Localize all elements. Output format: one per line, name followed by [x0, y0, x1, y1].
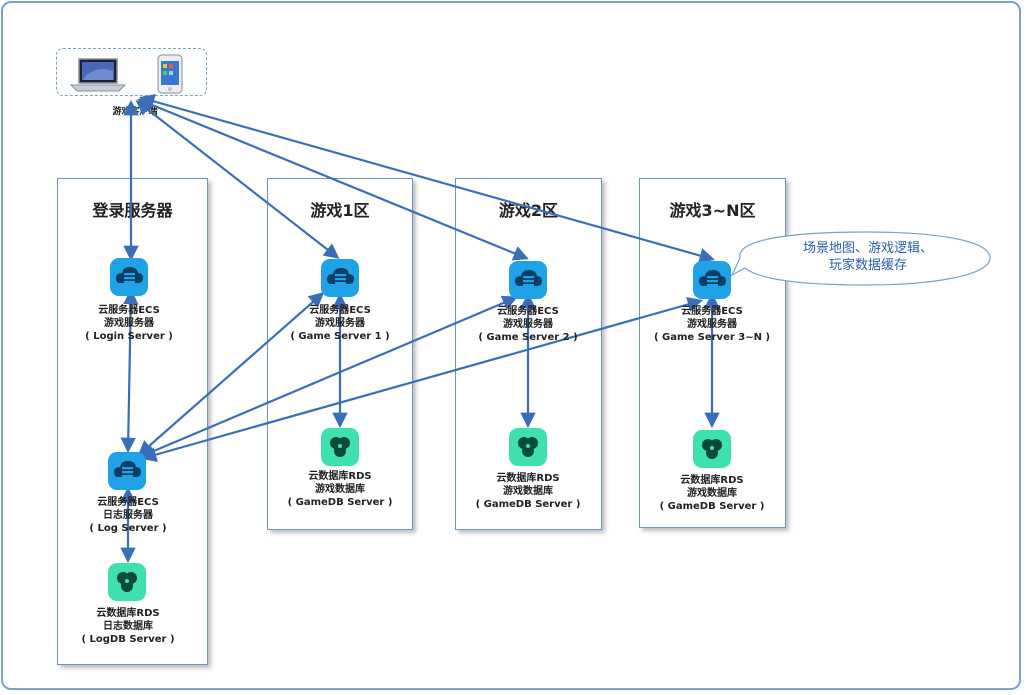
node-log-ecs-line1: 云服务器ECS [97, 497, 159, 508]
node-game1-ecs-label: 云服务器ECS 游戏服务器 ( Game Server 1 ) [270, 304, 410, 343]
node-game3n-ecs-label: 云服务器ECS 游戏服务器 ( Game Server 3~N ) [642, 305, 782, 344]
cloud-server-icon [321, 259, 359, 297]
node-game1-rds-line3: ( GameDB Server ) [287, 497, 393, 508]
node-game3n-rds-line1: 云数据库RDS [680, 475, 744, 486]
node-login-ecs-line1: 云服务器ECS [98, 305, 160, 316]
database-icon [693, 430, 731, 468]
node-game2-ecs-line1: 云服务器ECS [497, 306, 559, 317]
node-game1-rds-line1: 云数据库RDS [308, 471, 372, 482]
node-game3n-ecs-line2: 游戏服务器 [687, 319, 737, 330]
node-game3n-rds-label: 云数据库RDS 游戏数据库 ( GameDB Server ) [642, 474, 782, 513]
node-logdb-rds-line3: ( LogDB Server ) [81, 634, 175, 645]
node-game2-ecs-label: 云服务器ECS 游戏服务器 ( Game Server 2 ) [458, 305, 598, 344]
node-game2-rds-label: 云数据库RDS 游戏数据库 ( GameDB Server ) [458, 472, 598, 511]
node-game2-rds-line2: 游戏数据库 [503, 486, 553, 497]
callout-line1: 场景地图、游戏逻辑、 [802, 241, 933, 256]
node-log-ecs-label: 云服务器ECS 日志服务器 ( Log Server ) [58, 496, 198, 535]
client-devices-box [56, 48, 207, 96]
node-game3n-ecs-line3: ( Game Server 3~N ) [653, 332, 771, 343]
cloud-server-icon [693, 261, 731, 299]
cloud-server-icon [110, 258, 148, 296]
node-login-ecs-label: 云服务器ECS 游戏服务器 ( Login Server ) [59, 304, 199, 343]
node-game3n-rds-line2: 游戏数据库 [687, 488, 737, 499]
node-game1-rds-label: 云数据库RDS 游戏数据库 ( GameDB Server ) [270, 470, 410, 509]
node-login-ecs-line2: 游戏服务器 [104, 318, 154, 329]
cloud-server-icon [108, 452, 146, 490]
node-game1-rds-line2: 游戏数据库 [315, 484, 365, 495]
node-logdb-rds-line1: 云数据库RDS [96, 608, 160, 619]
node-log-ecs-line3: ( Log Server ) [89, 523, 167, 534]
node-game2-rds-line1: 云数据库RDS [496, 473, 560, 484]
arrow-client-game3n [139, 93, 715, 264]
node-game3n-ecs-line1: 云服务器ECS [681, 306, 743, 317]
laptop-icon [69, 58, 127, 92]
cloud-server-icon [509, 261, 547, 299]
client-devices-illustration [69, 54, 183, 94]
arrow-login-log [120, 288, 139, 454]
node-game1-ecs-line2: 游戏服务器 [315, 318, 365, 329]
node-game2-ecs-line3: ( Game Server 2 ) [478, 332, 578, 343]
node-game3n-rds-line3: ( GameDB Server ) [659, 501, 765, 512]
node-game1-ecs-line1: 云服务器ECS [309, 305, 371, 316]
callout-text: 场景地图、游戏逻辑、 玩家数据缓存 [746, 240, 990, 274]
node-game1-ecs-line3: ( Game Server 1 ) [290, 331, 390, 342]
callout-bubble [730, 231, 991, 286]
smartphone-icon [157, 54, 183, 94]
node-login-ecs-line3: ( Login Server ) [85, 331, 173, 342]
database-icon [108, 563, 146, 601]
node-log-ecs-line2: 日志服务器 [103, 510, 153, 521]
node-game2-ecs-line2: 游戏服务器 [503, 319, 553, 330]
node-logdb-rds-line2: 日志数据库 [103, 621, 153, 632]
arrow-log-game3n [141, 296, 703, 463]
arrow-client-game2 [137, 97, 529, 261]
database-icon [321, 428, 359, 466]
node-logdb-rds-label: 云数据库RDS 日志数据库 ( LogDB Server ) [58, 607, 198, 646]
database-icon [509, 428, 547, 466]
node-game2-rds-line3: ( GameDB Server ) [475, 499, 581, 510]
callout-line2: 玩家数据缓存 [828, 258, 907, 273]
